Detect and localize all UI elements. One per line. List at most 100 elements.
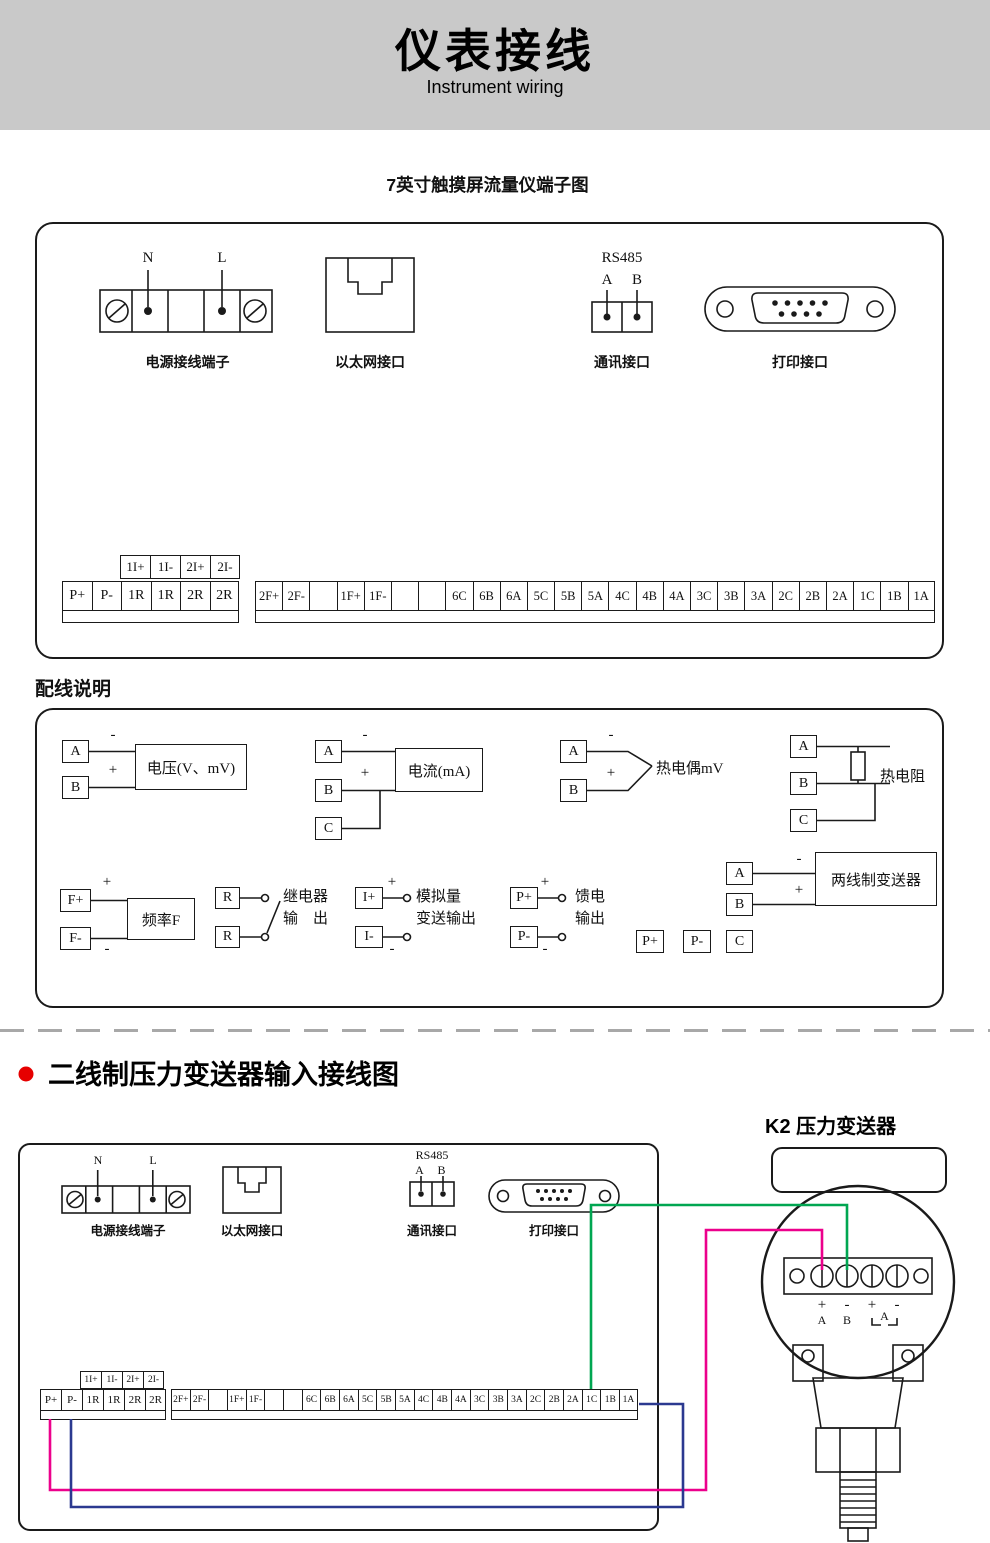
voltage-label: 电压(V、mV) — [135, 744, 247, 790]
minus-sign: - — [608, 727, 614, 743]
terminal-p-plus: P+ — [636, 930, 664, 953]
screw-icon — [243, 299, 267, 323]
terminal-cell: 2C — [525, 1389, 545, 1411]
terminal-a: A — [726, 862, 753, 885]
ethernet-port-graphic — [325, 257, 415, 333]
terminal-b: B — [790, 772, 817, 795]
terminal-p-minus: P- — [510, 926, 538, 948]
rs485-a-label: A — [601, 272, 613, 288]
terminal-cell: 5B — [376, 1389, 396, 1411]
terminal-b: B — [62, 776, 89, 799]
transmitter-minus-sign: - — [894, 1297, 900, 1313]
terminal-cell: 2R — [209, 581, 239, 611]
terminal-cell: P- — [61, 1389, 82, 1411]
page-header: 仪表接线 Instrument wiring — [0, 0, 990, 130]
frequency-label: 频率F — [127, 898, 195, 940]
terminal-a: A — [62, 740, 89, 763]
terminal-cell — [390, 581, 419, 611]
terminal-cell: 5B — [554, 581, 582, 611]
plus-sign: + — [387, 874, 397, 890]
feed-label-line1: 馈电 — [575, 889, 606, 905]
screw-icon — [66, 1190, 84, 1209]
power-caption: 电源接线端子 — [145, 356, 230, 371]
terminal-cell: 1I- — [150, 555, 180, 579]
screw-icon — [168, 1190, 186, 1209]
terminal-cell: 1C — [853, 581, 881, 611]
rs485-a-label: A — [415, 1163, 424, 1177]
printer-port-graphic — [704, 286, 896, 332]
terminal-cell: 5A — [395, 1389, 414, 1411]
terminal-r1: R — [215, 887, 240, 909]
relay-label-line1: 继电器 — [283, 889, 329, 905]
terminal-cell: 4A — [662, 581, 690, 611]
pressure-transmitter-graphic — [760, 1147, 956, 1542]
terminal-cell: 2A — [563, 1389, 582, 1411]
minus-sign: - — [362, 727, 368, 743]
terminal-cell: 2I- — [210, 555, 240, 579]
pin-label-l: L — [149, 1153, 157, 1167]
transmitter-b-label: B — [842, 1313, 851, 1327]
pin-label-l: L — [217, 250, 227, 266]
terminal-cell: P+ — [40, 1389, 61, 1411]
minus-sign: - — [389, 941, 395, 957]
rtd-label: 热电阻 — [880, 769, 926, 785]
terminal-cell: 1F- — [363, 581, 391, 611]
terminal-cell: P+ — [62, 581, 92, 611]
power-terminal-graphic — [99, 270, 273, 333]
terminal-cell: 1I+ — [120, 555, 150, 579]
terminal-cell: 1R — [82, 1389, 103, 1411]
current-label: 电流(mA) — [395, 748, 483, 792]
printer-caption: 打印接口 — [772, 356, 828, 371]
minus-sign: - — [110, 727, 116, 743]
terminal-cell: 2F+ — [171, 1389, 190, 1411]
ethernet-caption: 以太网接口 — [335, 356, 405, 371]
terminal-c: C — [790, 809, 817, 832]
rs485-b-label: B — [437, 1163, 446, 1177]
terminal-cell: 1R — [121, 581, 151, 611]
terminal-cell: 3C — [469, 1389, 489, 1411]
terminal-cell: 1C — [581, 1389, 601, 1411]
page-title: 仪表接线 — [395, 25, 595, 77]
device-title: K2 压力变送器 — [765, 1116, 897, 1138]
section3-title: 二线制压力变送器输入接线图 — [48, 1060, 399, 1090]
transmitter-plus-sign: + — [867, 1297, 877, 1313]
ethernet-caption: 以太网接口 — [220, 1224, 284, 1238]
terminal-cell: 2F- — [282, 581, 310, 611]
terminal-cell: 5A — [581, 581, 609, 611]
terminal-cell: 1A — [907, 581, 935, 611]
terminal-cell — [208, 1389, 228, 1411]
terminal-cell — [283, 1389, 302, 1411]
section1-title: 7英寸触摸屏流量仪端子图 — [386, 175, 589, 195]
terminal-cell: 4B — [432, 1389, 452, 1411]
terminal-cell: 6B — [320, 1389, 340, 1411]
plus-sign: + — [102, 874, 112, 890]
terminal-cell: 5C — [357, 1389, 377, 1411]
page-subtitle: Instrument wiring — [426, 76, 564, 97]
terminal-f-plus: F+ — [60, 889, 91, 912]
transmitter-a2-label: A — [880, 1309, 889, 1323]
terminal-b: B — [726, 893, 753, 916]
comm-caption: 通讯接口 — [406, 1224, 457, 1238]
mounting-hole-icon — [866, 300, 884, 318]
red-bullet-icon — [18, 1066, 34, 1082]
mounting-hole-icon — [598, 1189, 612, 1203]
terminal-cell: 1R — [150, 581, 180, 611]
terminal-cell: 2A — [825, 581, 854, 611]
relay-label: 继电器输 出 — [283, 886, 328, 930]
terminal-cell: 4A — [451, 1389, 470, 1411]
terminal-cell: 6C — [301, 1389, 321, 1411]
terminal-a: A — [790, 735, 817, 758]
analog-label: 模拟量变送输出 — [416, 886, 476, 930]
wiring-lines-graphic — [89, 745, 890, 942]
terminal-strip-base — [40, 1409, 166, 1420]
twowire-label: 两线制变送器 — [815, 852, 937, 906]
terminal-cell: 6B — [472, 581, 500, 611]
rs485-terminal-graphic — [409, 1176, 455, 1207]
rs485-b-label: B — [631, 272, 642, 288]
terminal-a: A — [315, 740, 342, 763]
terminal-cell: 6A — [499, 581, 527, 611]
